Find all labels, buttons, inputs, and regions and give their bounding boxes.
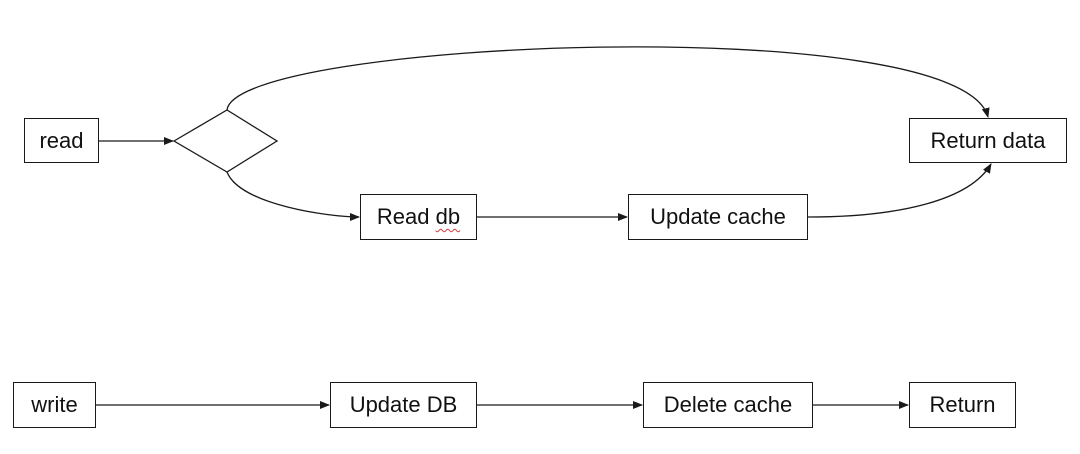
node-delete-cache: Delete cache	[643, 382, 813, 428]
node-delete-cache-label: Delete cache	[663, 392, 793, 417]
node-return-data-label: Return data	[930, 127, 1046, 153]
edge-decision-to-return-data	[226, 46, 990, 118]
node-return-data: Return data	[909, 118, 1067, 163]
node-read-db: Read db	[360, 194, 477, 240]
node-read-db-word: Read	[376, 204, 430, 229]
node-write: write	[13, 382, 96, 428]
cache-hit-decision	[172, 109, 279, 173]
edge-update-cache-to-return-data	[807, 163, 992, 218]
node-update-db-label: Update DB	[349, 392, 458, 417]
node-read: read	[24, 118, 99, 163]
node-read-db-label: Read db	[377, 204, 460, 230]
node-update-db: Update DB	[330, 382, 477, 428]
node-update-cache: Update cache	[628, 194, 808, 240]
node-read-db-spellcheck-word: db	[435, 204, 461, 229]
node-read-label: read	[39, 127, 84, 153]
node-return-label: Return	[929, 392, 996, 417]
node-write-label: write	[31, 392, 78, 417]
node-update-cache-label: Update cache	[650, 204, 786, 229]
edge-decision-to-read-db	[226, 171, 360, 221]
node-return: Return	[909, 382, 1016, 428]
